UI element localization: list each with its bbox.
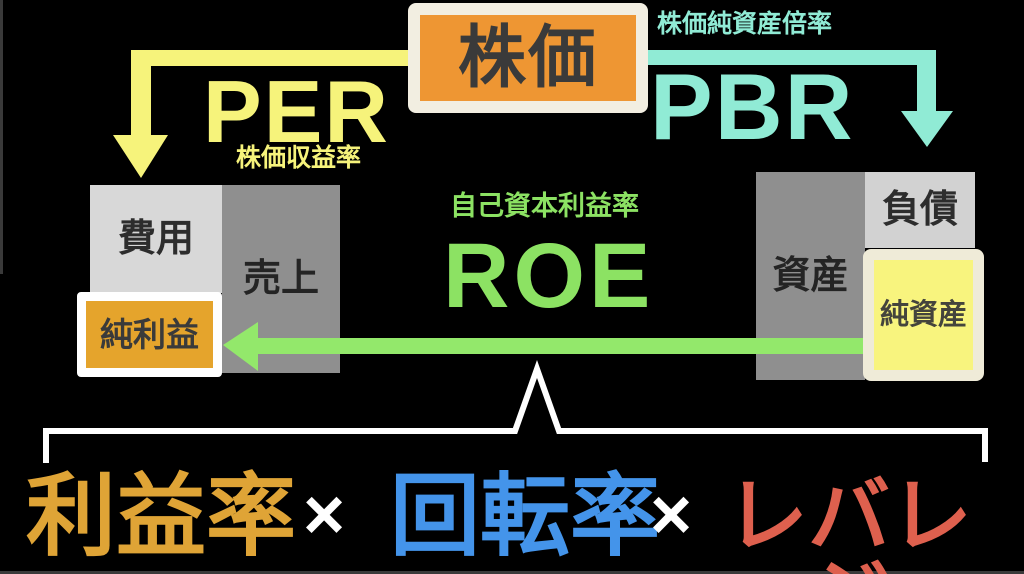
- per-arrow-icon: [113, 50, 408, 178]
- pbr-abbr: PBR: [650, 54, 855, 159]
- net-assets-label: 純資産: [879, 298, 967, 331]
- net-income-box: 純利益: [77, 292, 222, 377]
- formula-brace: [43, 360, 988, 463]
- sales-label: 売上: [242, 258, 319, 300]
- liabilities-box: 負債: [865, 172, 975, 248]
- roe-arrow-icon: [223, 322, 864, 371]
- roe-abbr: ROE: [443, 225, 655, 327]
- net-assets-box: 純資産: [863, 249, 984, 381]
- liabilities-label: 負債: [881, 189, 958, 231]
- slide-edge-left: [0, 0, 3, 274]
- formula-term-leverage: レバレッジ: [726, 471, 973, 574]
- net-income-label: 純利益: [100, 316, 199, 353]
- per-sublabel: 株価収益率: [236, 144, 362, 172]
- roe-sublabel: 自己資本利益率: [450, 191, 639, 221]
- slide-edge-bottom: [0, 571, 1024, 574]
- assets-label: 資産: [772, 255, 849, 297]
- formula-multiply-sign-2: ×: [650, 475, 693, 555]
- formula-multiply-sign-1: ×: [303, 475, 346, 555]
- expenses-box: 費用: [90, 185, 222, 293]
- stock-price-label: 株価: [457, 20, 598, 96]
- stock-price-box: 株価: [408, 3, 648, 113]
- formula-term-turnover: 回転率: [390, 467, 660, 567]
- formula-term-profit-margin: 利益率: [26, 467, 296, 567]
- pbr-arrow-icon: [648, 50, 953, 147]
- pbr-sublabel: 株価純資産倍率: [657, 10, 833, 38]
- expenses-label: 費用: [117, 218, 194, 260]
- per-abbr: PER: [203, 62, 390, 161]
